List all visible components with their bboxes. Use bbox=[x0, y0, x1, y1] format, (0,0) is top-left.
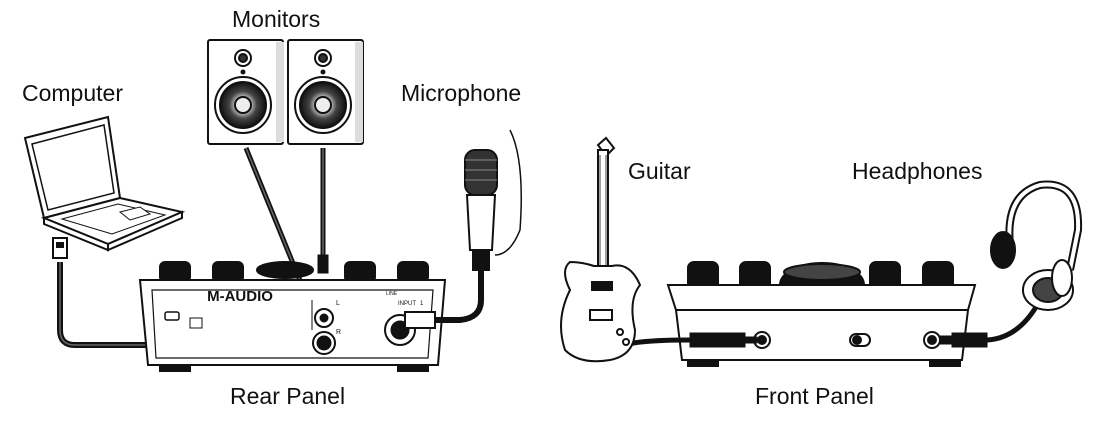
microphone-icon bbox=[404, 129, 522, 329]
right-out-label: R bbox=[336, 329, 341, 336]
headphones-label: Headphones bbox=[852, 158, 983, 184]
monitor-left bbox=[207, 39, 284, 145]
guitar-cable bbox=[624, 332, 758, 348]
brand-logo: M-AUDIO bbox=[207, 288, 273, 305]
left-out-label: L bbox=[336, 300, 340, 307]
input-label: INPUT bbox=[398, 301, 416, 307]
rear-panel-label: Rear Panel bbox=[230, 383, 346, 409]
line-label: LINE bbox=[386, 291, 398, 297]
guitar-label: Guitar bbox=[628, 158, 691, 184]
front-panel-label: Front Panel bbox=[755, 383, 874, 409]
headphones-icon bbox=[990, 180, 1083, 311]
microphone-label: Microphone bbox=[401, 80, 522, 106]
laptop-icon bbox=[23, 115, 186, 252]
computer-label: Computer bbox=[22, 80, 123, 106]
front-panel-device bbox=[666, 261, 977, 367]
monitor-right bbox=[287, 39, 364, 145]
guitar-icon bbox=[560, 136, 642, 363]
input-number: 1 bbox=[420, 301, 424, 307]
rear-panel-device bbox=[138, 261, 447, 372]
monitors-label: Monitors bbox=[232, 6, 321, 32]
